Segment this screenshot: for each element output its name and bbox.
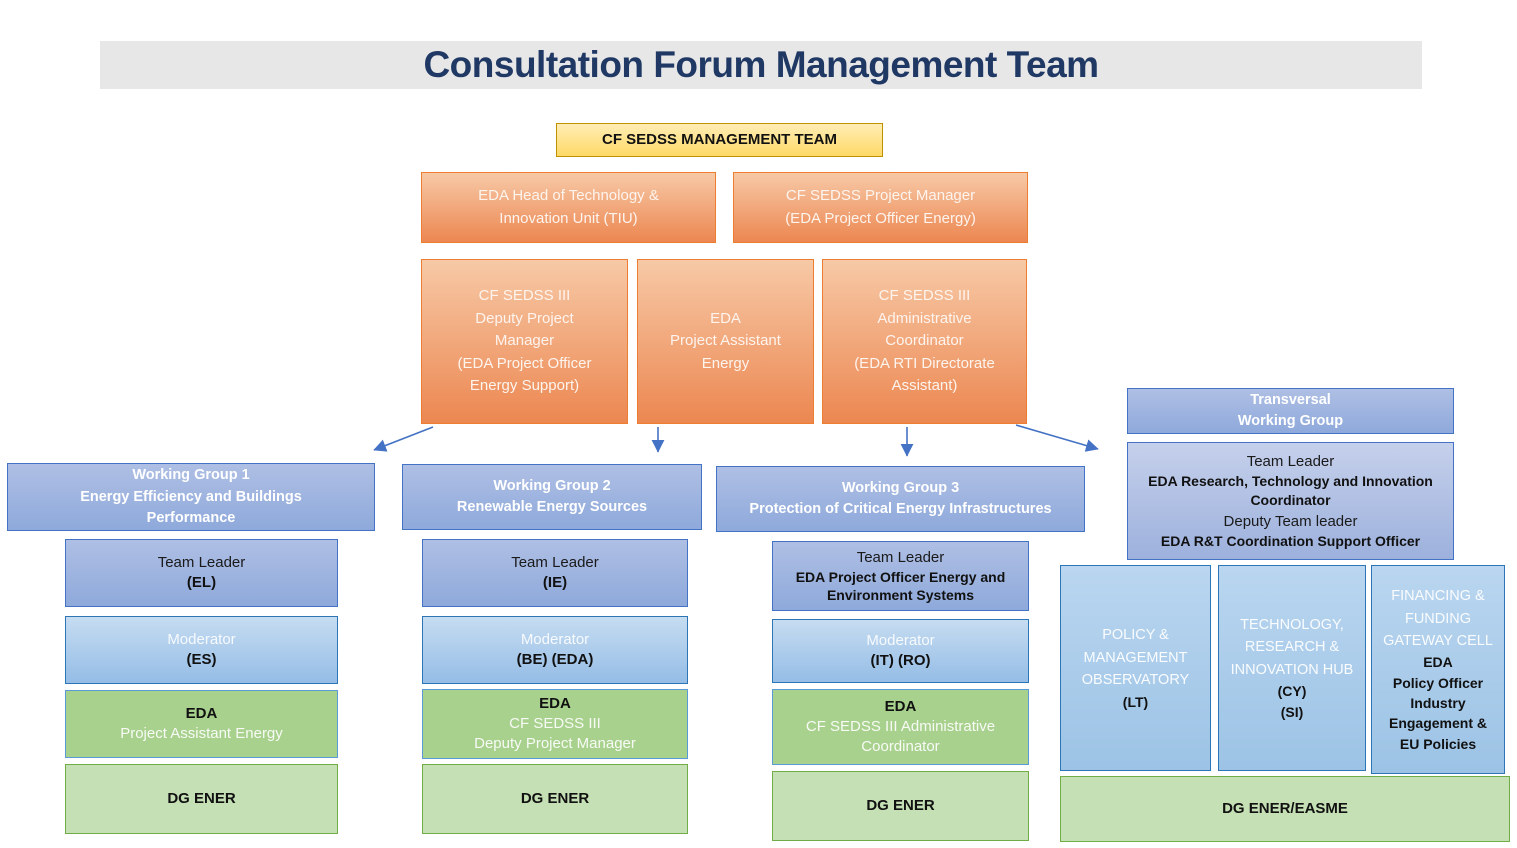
wg3-team-leader: Team Leader EDA Project Officer Energy a…	[772, 541, 1029, 611]
cell-name: FINANCING & FUNDING GATEWAY CELL	[1383, 588, 1493, 649]
wg2-header-line1: Working Group 2	[493, 477, 611, 494]
wg2-moderator: Moderator (BE) (EDA)	[422, 616, 688, 684]
wg1-moderator: Moderator (ES)	[65, 616, 338, 684]
eda-line: CF SEDSS III	[509, 714, 601, 732]
dg-label: DG ENER	[866, 796, 935, 814]
arrow-to-wg1	[373, 426, 434, 452]
line: CF SEDSS III	[878, 287, 971, 305]
cell-name: TECHNOLOGY, RESEARCH & INNOVATION HUB	[1230, 617, 1354, 678]
banner-label: CF SEDSS MANAGEMENT TEAM	[601, 130, 837, 148]
cell-detail: Engagement &	[1388, 715, 1487, 732]
line: Manager	[494, 332, 555, 350]
box-administrative-coordinator: CF SEDSS III Administrative Coordinator …	[822, 259, 1027, 424]
transversal-team-leader-label: Team Leader	[1246, 452, 1335, 470]
cell-technology-research-innovation-hub: TECHNOLOGY, RESEARCH & INNOVATION HUB (C…	[1218, 565, 1366, 771]
eda-title: EDA	[884, 697, 917, 715]
wg3-header-line1: Working Group 3	[841, 479, 960, 496]
cell-detail: (LT)	[1122, 693, 1149, 710]
line: CF SEDSS III	[478, 287, 571, 305]
moderator-detail: (BE) (EDA)	[516, 651, 594, 668]
line: Coordinator	[885, 332, 964, 350]
wg2-dg-ener: DG ENER	[422, 764, 688, 834]
line: Project Assistant	[670, 332, 781, 350]
moderator-detail: (ES)	[186, 651, 217, 668]
transversal-header-line1: Transversal	[1250, 391, 1331, 408]
line: (EDA Project Officer Energy)	[785, 209, 976, 227]
line: Innovation Unit (TIU)	[499, 209, 638, 227]
line: EDA Head of Technology &	[478, 187, 659, 204]
dg-label: DG ENER	[167, 789, 236, 807]
line: Deputy Project	[475, 309, 574, 327]
wg2-header: Working Group 2 Renewable Energy Sources	[402, 464, 702, 530]
box-eda-project-assistant: EDA Project Assistant Energy	[637, 259, 814, 424]
team-leader-title: Team Leader	[511, 553, 599, 571]
eda-title: EDA	[539, 694, 571, 712]
page-title: Consultation Forum Management Team	[423, 44, 1099, 85]
eda-line: Coordinator	[861, 738, 940, 756]
cell-name: POLICY & MANAGEMENT OBSERVATORY	[1081, 627, 1190, 689]
moderator-title: Moderator	[167, 630, 236, 648]
line: Energy	[701, 354, 750, 372]
team-leader-title: Team Leader	[856, 548, 945, 566]
banner-cf-sedss-management-team: CF SEDSS MANAGEMENT TEAM	[556, 123, 883, 157]
transversal-leaders: Team Leader EDA Research, Technology and…	[1127, 442, 1454, 560]
title-band: Consultation Forum Management Team	[100, 41, 1422, 89]
team-leader-detail: (IE)	[542, 574, 568, 591]
line: CF SEDSS Project Manager	[785, 187, 976, 204]
wg3-dg-ener: DG ENER	[772, 771, 1029, 841]
wg1-header: Working Group 1 Energy Efficiency and Bu…	[7, 463, 375, 531]
box-deputy-project-manager: CF SEDSS III Deputy Project Manager (EDA…	[421, 259, 628, 424]
wg3-header: Working Group 3 Protection of Critical E…	[716, 466, 1085, 532]
line: (EDA Project Officer	[457, 354, 592, 372]
wg1-header-line2: Energy Efficiency and Buildings Performa…	[80, 488, 302, 526]
cell-detail: Policy Officer	[1392, 674, 1484, 691]
transversal-header: Transversal Working Group	[1127, 388, 1454, 434]
cell-detail: (CY)	[1277, 683, 1307, 700]
arrow-to-transversal	[1015, 424, 1099, 452]
eda-line: CF SEDSS III Administrative	[805, 717, 996, 735]
cell-policy-management-observatory: POLICY & MANAGEMENT OBSERVATORY (LT)	[1060, 565, 1211, 771]
wg1-dg-ener: DG ENER	[65, 764, 338, 834]
line: EDA	[710, 309, 741, 327]
team-leader-detail: EDA Project Officer Energy and Environme…	[795, 568, 1006, 604]
line: Assistant)	[891, 377, 958, 395]
cell-detail: Industry	[1410, 695, 1466, 712]
transversal-header-line2: Working Group	[1237, 413, 1344, 429]
wg3-eda: EDA CF SEDSS III Administrative Coordina…	[772, 689, 1029, 765]
transversal-deputy-label: Deputy Team leader	[1223, 512, 1358, 530]
dg-label: DG ENER	[520, 789, 590, 807]
wg3-moderator: Moderator (IT) (RO)	[772, 619, 1029, 683]
eda-title: EDA	[185, 704, 218, 722]
cell-financing-funding-gateway-cell: FINANCING & FUNDING GATEWAY CELL EDA Pol…	[1371, 565, 1505, 774]
cell-detail: EDA	[1423, 654, 1453, 671]
wg3-header-line2: Protection of Critical Energy Infrastruc…	[749, 501, 1052, 517]
wg2-eda: EDA CF SEDSS III Deputy Project Manager	[422, 689, 688, 759]
eda-line: Project Assistant Energy	[120, 725, 283, 742]
box-eda-head-tiu: EDA Head of Technology & Innovation Unit…	[421, 172, 716, 243]
team-leader-title: Team Leader	[157, 553, 246, 571]
line: (EDA RTI Directorate	[854, 354, 995, 372]
box-cf-sedss-project-manager: CF SEDSS Project Manager (EDA Project Of…	[733, 172, 1028, 243]
team-leader-detail: (EL)	[186, 574, 217, 591]
moderator-title: Moderator	[520, 630, 590, 648]
moderator-title: Moderator	[866, 631, 935, 649]
eda-line: Deputy Project Manager	[474, 735, 636, 753]
wg1-header-line1: Working Group 1	[132, 467, 250, 484]
transversal-team-leader-role: EDA Research, Technology and Innovation …	[1148, 472, 1433, 509]
wg2-team-leader: Team Leader (IE)	[422, 539, 688, 607]
cell-detail: EU Policies	[1399, 735, 1477, 752]
line: Energy Support)	[469, 377, 580, 395]
transversal-deputy-role: EDA R&T Coordination Support Officer	[1160, 532, 1421, 549]
line: Administrative	[877, 309, 972, 327]
dg-ener-easme: DG ENER/EASME	[1060, 776, 1510, 842]
moderator-detail: (IT) (RO)	[870, 652, 931, 669]
dg-label: DG ENER/EASME	[1222, 799, 1348, 817]
wg1-team-leader: Team Leader (EL)	[65, 539, 338, 607]
wg1-eda: EDA Project Assistant Energy	[65, 690, 338, 758]
wg2-header-line2: Renewable Energy Sources	[456, 499, 648, 515]
cell-detail: (SI)	[1280, 703, 1304, 720]
